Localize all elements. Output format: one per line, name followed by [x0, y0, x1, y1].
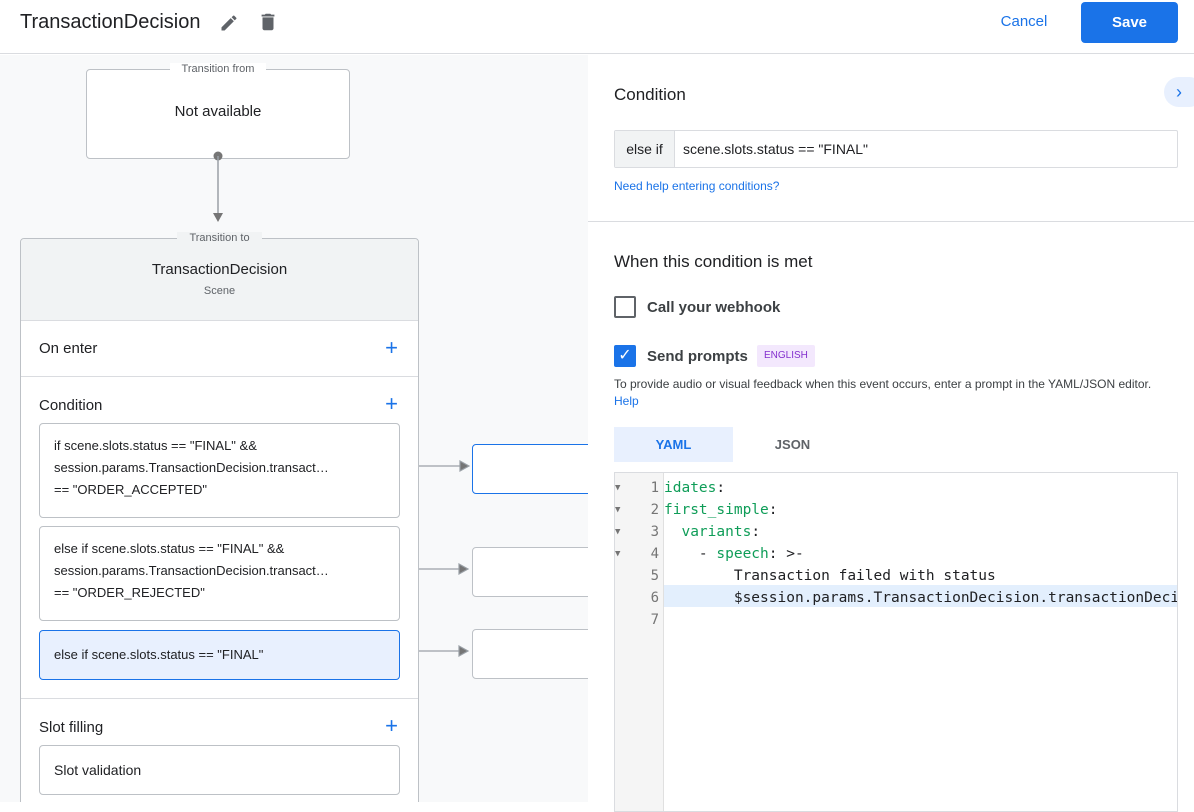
prompts-checkbox[interactable]: ✓	[614, 345, 636, 367]
description-text: To provide audio or visual feedback when…	[614, 377, 1152, 391]
condition-text: else if scene.slots.status == "FINAL" &&	[54, 541, 285, 556]
trash-icon[interactable]	[257, 11, 279, 33]
transition-target-box[interactable]	[472, 547, 588, 597]
condition-help-link[interactable]: Need help entering conditions?	[614, 179, 780, 193]
slot-filling-section: Slot filling + Slot validation	[21, 698, 418, 802]
fold-arrow-icon[interactable]: ▼	[615, 505, 621, 515]
condition-item-selected[interactable]: else if scene.slots.status == "FINAL"	[39, 630, 400, 680]
condition-text: else if scene.slots.status == "FINAL"	[54, 647, 264, 662]
condition-panel: › Condition else if scene.slots.status =…	[588, 55, 1194, 812]
add-slot-icon[interactable]: +	[385, 713, 398, 738]
collapse-panel-chevron-icon[interactable]: ›	[1164, 77, 1194, 107]
scene-card: Transition to TransactionDecision Scene …	[20, 232, 419, 802]
condition-prefix: else if	[615, 131, 675, 167]
active-line-highlight	[664, 585, 1177, 607]
fold-arrow-icon[interactable]: ▼	[615, 549, 621, 559]
condition-value[interactable]: scene.slots.status == "FINAL"	[683, 141, 869, 157]
language-badge: ENGLISH	[757, 345, 815, 367]
condition-section: Condition + if scene.slots.status == "FI…	[21, 376, 418, 698]
save-button[interactable]: Save	[1081, 2, 1178, 43]
fold-arrow-icon[interactable]: ▼	[615, 483, 621, 493]
met-title: When this condition is met	[614, 252, 813, 271]
slot-filling-label: Slot filling	[39, 719, 104, 736]
editor-gutter	[615, 473, 664, 811]
condition-text: == "ORDER_REJECTED"	[54, 585, 205, 600]
add-condition-icon[interactable]: +	[385, 391, 398, 416]
slot-validation-item[interactable]: Slot validation	[39, 745, 400, 795]
fold-arrow-icon[interactable]: ▼	[615, 527, 621, 537]
condition-item[interactable]: else if scene.slots.status == "FINAL" &&…	[39, 526, 400, 621]
webhook-label: Call your webhook	[647, 299, 781, 316]
condition-text: if scene.slots.status == "FINAL" &&	[54, 438, 257, 453]
transition-target-box[interactable]	[472, 444, 588, 494]
flow-canvas[interactable]: Transition from Not available Transition…	[0, 55, 588, 802]
condition-title: Condition	[614, 85, 686, 104]
condition-text: == "ORDER_ACCEPTED"	[54, 482, 207, 497]
condition-label: Condition	[39, 397, 103, 414]
on-enter-label: On enter	[39, 340, 98, 357]
tab-json[interactable]: JSON	[774, 437, 811, 452]
transition-from-value: Not available	[174, 103, 262, 120]
scene-type: Scene	[203, 285, 236, 297]
transition-from-box: Transition from Not available	[86, 63, 350, 159]
scene-name: TransactionDecision	[151, 261, 288, 278]
condition-item[interactable]: if scene.slots.status == "FINAL" && sess…	[39, 423, 400, 518]
webhook-checkbox[interactable]	[614, 296, 636, 318]
transition-from-legend: Transition from	[169, 63, 267, 75]
condition-input[interactable]: else if scene.slots.status == "FINAL"	[614, 130, 1178, 168]
transition-to-legend: Transition to	[177, 232, 262, 244]
prompts-label: Send prompts	[647, 348, 748, 365]
help-link[interactable]: Help	[614, 394, 639, 408]
condition-text: session.params.TransactionDecision.trans…	[54, 460, 329, 475]
condition-text: session.params.TransactionDecision.trans…	[54, 563, 329, 578]
add-on-enter-icon[interactable]: +	[385, 335, 398, 360]
divider	[588, 221, 1194, 222]
prompt-description: To provide audio or visual feedback when…	[614, 376, 1174, 410]
top-bar: TransactionDecision Cancel Save	[0, 0, 1194, 54]
transition-target-box[interactable]	[472, 629, 588, 679]
pencil-icon[interactable]	[219, 13, 239, 33]
on-enter-section[interactable]: On enter +	[21, 320, 418, 376]
cancel-button[interactable]: Cancel	[985, 8, 1063, 36]
page-title: TransactionDecision	[20, 11, 201, 33]
tab-yaml[interactable]: YAML	[614, 427, 733, 462]
